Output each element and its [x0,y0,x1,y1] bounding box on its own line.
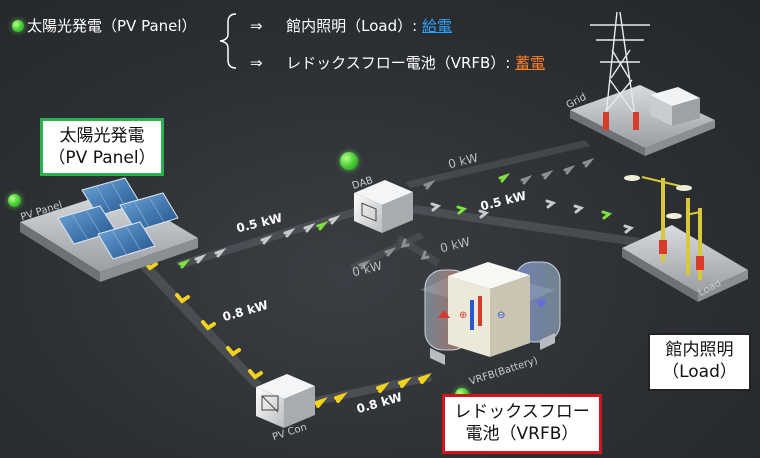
dab-status-dot [340,152,358,170]
flow-arrows-grid-dab [423,157,595,190]
vrfb-label-box: レドックスフロー 電池（VRFB） [442,394,602,454]
legend-status-dot [12,20,24,32]
flow-arrows-pvcon-vrfb [314,372,432,408]
pv-con-converter-graphic [256,374,315,428]
legend-supply-target: 館内照明（Load）: [286,17,418,35]
legend-source-label: 太陽光発電（PV Panel） [27,17,197,35]
dab-converter-graphic [354,180,413,233]
vrfb-label-sub: 電池（VRFB） [465,424,579,444]
vrfb-label-title: レドックスフロー [454,402,590,422]
load-label-sub: （Load） [662,362,737,382]
legend-charge-target: レドックスフロー電池（VRFB）: [286,54,511,72]
grid-tower-graphic [570,11,715,156]
flow-arrows-pv-dab [178,214,341,269]
arrow-icon: ⇒ [250,54,263,72]
legend-brace [219,13,237,69]
pv-panel-status-dot [8,194,21,207]
pv-panel-graphic [20,177,198,282]
load-lights-graphic [622,175,748,302]
svg-text:⊖: ⊖ [497,310,505,321]
legend-charge-row: ⇒ レドックスフロー電池（VRFB）: 蓄電 [250,52,545,73]
pv-panel-label-title: 太陽光発電 [59,126,145,146]
legend-supply-link[interactable]: 給電 [421,17,452,35]
legend-supply-row: ⇒ 館内照明（Load）: 給電 [250,15,452,36]
flow-arrows-dab-load [430,199,635,234]
flow-arrows-dab-vrfb [358,238,430,270]
pv-panel-label-sub: （PV Panel） [48,148,156,168]
pv-panel-label-box: 太陽光発電 （PV Panel） [40,118,164,176]
flow-arrows-pv-pvcon [143,260,263,380]
load-label-box: 館内照明 （Load） [648,333,751,391]
arrow-icon: ⇒ [250,17,263,35]
svg-text:⊕: ⊕ [459,310,467,321]
load-label-title: 館内照明 [665,340,734,360]
vrfb-battery-graphic: ⊕ ⊖ [420,261,561,365]
legend-charge-link[interactable]: 蓄電 [515,54,546,72]
flow-tracks [140,140,640,406]
